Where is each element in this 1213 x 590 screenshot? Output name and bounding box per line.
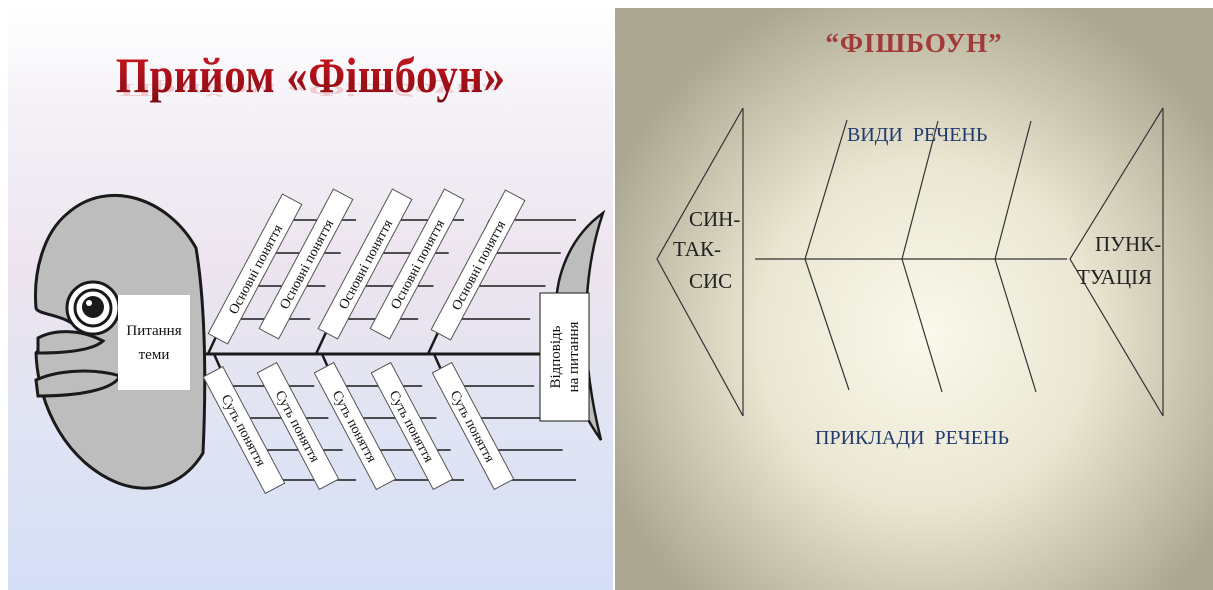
top-bone-box-3 — [317, 188, 413, 340]
tail-label-box — [539, 292, 590, 422]
right-tail-triangle — [1069, 107, 1164, 417]
head-label-line-1: Питання — [126, 323, 181, 339]
right-head-label-line-1: СИН- — [689, 207, 740, 231]
right-tail-label-line-1: ПУНК- — [1095, 232, 1161, 256]
right-top-bone-2 — [901, 120, 939, 260]
top-bone-box-5 — [430, 189, 526, 341]
right-bottom-bone-2 — [901, 258, 943, 393]
top-bone-box-1 — [207, 193, 303, 345]
right-head-label-line-3: СИС — [689, 269, 732, 293]
top-bone-box-2 — [258, 188, 354, 340]
right-bottom-bone-3 — [994, 258, 1037, 393]
head-label-box — [118, 295, 190, 390]
fish-eye-pupil — [82, 296, 104, 318]
left-panel: Прийом «Фішбоун» Прийом «Фішбоун» Питанн… — [8, 8, 613, 590]
right-fishbone-diagram: СИН- ТАК- СИС ПУНК- ТУАЦІЯ ВИДИ РЕЧЕНЬ П… — [656, 107, 1164, 449]
fish-upper-lip — [36, 330, 106, 355]
left-fishbone-diagram: Питання теми Відповідь на питання Основн… — [34, 188, 606, 495]
right-top-bone-3 — [994, 120, 1032, 260]
right-head-triangle — [656, 107, 744, 417]
right-bottom-label: ПРИКЛАДИ РЕЧЕНЬ — [815, 427, 1009, 449]
top-bone-label-4: Основні поняття — [388, 217, 448, 312]
right-panel: “ФІШБОУН” СИН- ТАК- СИС ПУНК- ТУАЦІЯ ВИД… — [615, 8, 1213, 590]
right-tail-label-line-2: ТУАЦІЯ — [1077, 265, 1152, 289]
tail-label-line-2: на питання — [566, 321, 582, 392]
bottom-bone-box-4 — [370, 361, 454, 491]
top-bone-box-4 — [369, 188, 465, 340]
bottom-bone-box-2 — [256, 361, 340, 491]
bottom-bone-box-5 — [431, 361, 515, 491]
left-title: Прийом «Фішбоун» — [50, 46, 570, 104]
head-label-line-2: теми — [139, 347, 170, 363]
fish-eye-highlight — [86, 300, 92, 306]
right-top-label: ВИДИ РЕЧЕНЬ — [847, 124, 987, 146]
right-head-label-line-2: ТАК- — [673, 237, 721, 261]
top-bone-label-5: Основні поняття — [449, 218, 509, 313]
right-title: “ФІШБОУН” — [825, 28, 1003, 58]
right-bottom-bone-1 — [804, 258, 850, 391]
bottom-bone-box-3 — [313, 361, 397, 491]
right-top-bone-1 — [804, 119, 848, 260]
bottom-bone-box-1 — [202, 365, 286, 495]
tail-label-line-1: Відповідь — [548, 325, 564, 388]
